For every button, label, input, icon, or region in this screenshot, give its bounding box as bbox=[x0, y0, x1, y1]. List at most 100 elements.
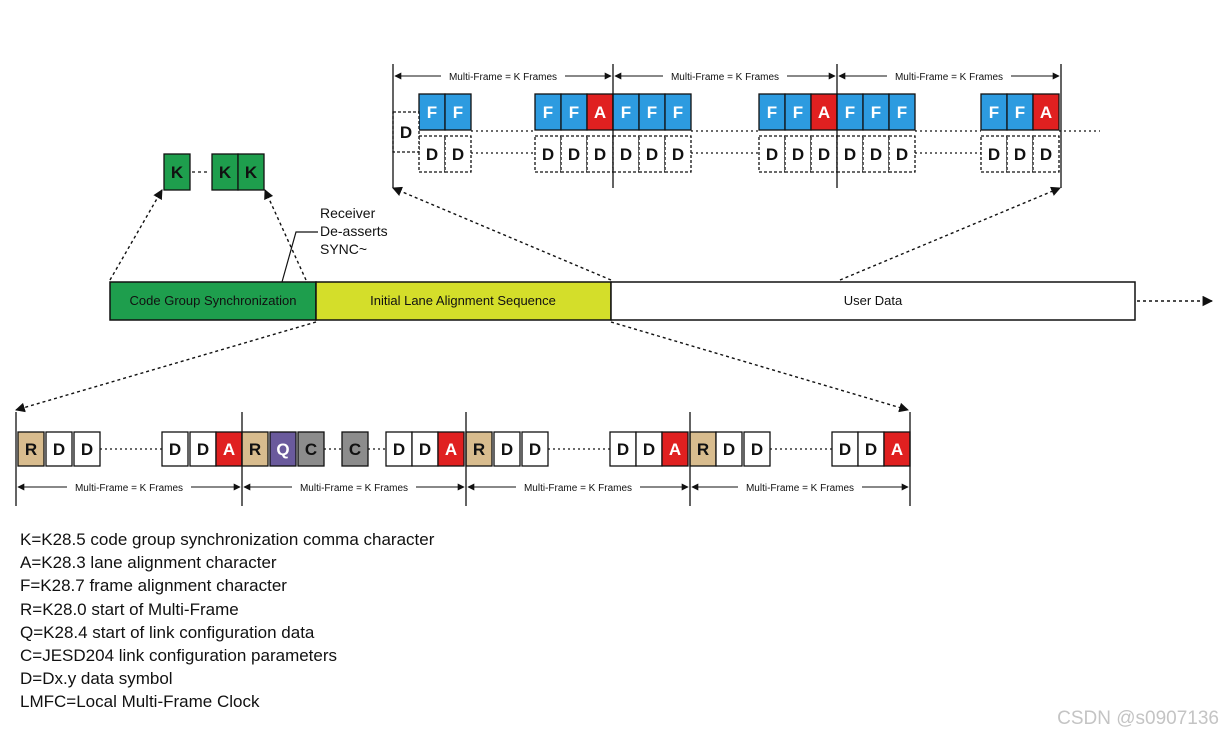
ilas-char-14-letter: D bbox=[501, 440, 513, 459]
user-top-char-7-box bbox=[664, 93, 692, 131]
ilas-char-6-letter: R bbox=[249, 440, 261, 459]
ilas-char-11: D bbox=[411, 431, 439, 467]
user-bottom-char-15-letter: D bbox=[1014, 145, 1026, 164]
ilas-multiframe-2: Multi-Frame = K Frames bbox=[467, 483, 689, 494]
phase-bar: Code Group Synchronization Initial Lane … bbox=[109, 281, 1214, 321]
ilas-char-7-box bbox=[269, 431, 297, 467]
ilas-char-4: D bbox=[189, 431, 217, 467]
user-bottom-char-8: D bbox=[758, 135, 786, 173]
ilas-char-8: C bbox=[297, 431, 325, 467]
ilas-char-0: R bbox=[17, 431, 45, 467]
ilas-multiframe-0: Multi-Frame = K Frames bbox=[17, 483, 241, 494]
user-top-char-8: F bbox=[758, 93, 786, 131]
k-char-0-letter: K bbox=[171, 163, 184, 182]
user-bottom-char-15: D bbox=[1006, 135, 1034, 173]
cgs-zoom-arrow-left bbox=[109, 189, 163, 281]
user-top-char-1-box bbox=[444, 93, 472, 131]
ilas-char-21-letter: D bbox=[751, 440, 763, 459]
user-side-d: D bbox=[392, 111, 420, 153]
user-side-d-letter: D bbox=[400, 123, 412, 142]
user-bottom-char-0-letter: D bbox=[426, 145, 438, 164]
user-bottom-char-0: D bbox=[418, 135, 446, 173]
user-top-char-9-box bbox=[784, 93, 812, 131]
user-bottom-char-14-letter: D bbox=[988, 145, 1000, 164]
user-bottom-char-8-letter: D bbox=[766, 145, 778, 164]
ilas-char-6: R bbox=[241, 431, 269, 467]
k-char-1-letter: K bbox=[219, 163, 232, 182]
user-top-char-13: F bbox=[888, 93, 916, 131]
ilas-char-23: D bbox=[857, 431, 885, 467]
cgs-zoom-arrow-right bbox=[264, 189, 307, 281]
ilas-char-2-box bbox=[73, 431, 101, 467]
user-top-char-15-box bbox=[1006, 93, 1034, 131]
ilas-char-3-box bbox=[161, 431, 189, 467]
ilas-multiframe-3: Multi-Frame = K Frames bbox=[691, 483, 909, 494]
user-data-phase bbox=[610, 281, 1136, 321]
user-zoom-arrow-right bbox=[839, 186, 1061, 281]
user-top-char-10-letter: A bbox=[818, 103, 830, 122]
ilas-char-22: D bbox=[831, 431, 859, 467]
user-bottom-char-16-box bbox=[1032, 135, 1060, 173]
user-multiframe-0: Multi-Frame = K Frames bbox=[394, 72, 612, 83]
zoom-arrows bbox=[15, 186, 1061, 413]
ilas-char-13-letter: R bbox=[473, 440, 485, 459]
ilas-char-1-letter: D bbox=[53, 440, 65, 459]
user-top-char-12-letter: F bbox=[871, 103, 881, 122]
ilas-multiframe-0-label: Multi-Frame = K Frames bbox=[75, 483, 183, 494]
user-top-char-4: A bbox=[586, 93, 614, 131]
ilas-multiframe-2-label: Multi-Frame = K Frames bbox=[524, 483, 632, 494]
user-top-char-11-letter: F bbox=[845, 103, 855, 122]
user-top-char-6-box bbox=[638, 93, 666, 131]
user-top-char-16-box bbox=[1032, 93, 1060, 131]
user-bottom-char-2-letter: D bbox=[542, 145, 554, 164]
ilas-char-16: D bbox=[609, 431, 637, 467]
ilas-char-19: R bbox=[689, 431, 717, 467]
ilas-char-5-letter: A bbox=[223, 440, 235, 459]
user-multiframe-1-label: Multi-Frame = K Frames bbox=[671, 72, 779, 83]
user-bottom-char-0-box bbox=[418, 135, 446, 173]
ilas-char-15-box bbox=[521, 431, 549, 467]
user-top-char-5-box bbox=[612, 93, 640, 131]
ilas-char-18-box bbox=[661, 431, 689, 467]
user-bottom-char-4-box bbox=[586, 135, 614, 173]
ilas-char-0-box bbox=[17, 431, 45, 467]
user-bottom-char-10: D bbox=[810, 135, 838, 173]
ilas-char-13: R bbox=[465, 431, 493, 467]
user-bottom-char-10-letter: D bbox=[818, 145, 830, 164]
user-multiframe-2-label: Multi-Frame = K Frames bbox=[895, 72, 1003, 83]
user-top-char-13-letter: F bbox=[897, 103, 907, 122]
user-bottom-char-5: D bbox=[612, 135, 640, 173]
ilas-char-8-letter: C bbox=[305, 440, 317, 459]
ilas-char-4-box bbox=[189, 431, 217, 467]
ilas-char-17-letter: D bbox=[643, 440, 655, 459]
user-top-char-14-letter: F bbox=[989, 103, 999, 122]
ilas-zoom-arrow-right bbox=[610, 321, 909, 413]
user-top-char-13-box bbox=[888, 93, 916, 131]
user-top-char-1: F bbox=[444, 93, 472, 131]
ilas-char-20: D bbox=[715, 431, 743, 467]
ilas-char-20-letter: D bbox=[723, 440, 735, 459]
user-bottom-char-12-box bbox=[862, 135, 890, 173]
user-bottom-char-6-letter: D bbox=[646, 145, 658, 164]
user-top-char-3-box bbox=[560, 93, 588, 131]
legend-item-k: K=K28.5 code group synchronization comma… bbox=[20, 530, 435, 549]
ilas-char-10: D bbox=[385, 431, 413, 467]
ilas-char-14-box bbox=[493, 431, 521, 467]
user-bottom-char-1-letter: D bbox=[452, 145, 464, 164]
user-top-char-12: F bbox=[862, 93, 890, 131]
user-top-char-16: A bbox=[1032, 93, 1060, 131]
ilas-char-9-letter: C bbox=[349, 440, 361, 459]
legend-item-lmfc: LMFC=Local Multi-Frame Clock bbox=[20, 692, 260, 712]
user-bottom-char-14-box bbox=[980, 135, 1008, 173]
ilas-char-3: D bbox=[161, 431, 189, 467]
user-bottom-char-7-box bbox=[664, 135, 692, 173]
user-bottom-char-5-letter: D bbox=[620, 145, 632, 164]
user-top-char-5-letter: F bbox=[621, 103, 631, 122]
watermark: CSDN @s0907136 bbox=[1057, 708, 1219, 729]
user-top-char-14-box bbox=[980, 93, 1008, 131]
ilas-char-22-letter: D bbox=[839, 440, 851, 459]
ilas-char-1: D bbox=[45, 431, 73, 467]
ilas-char-23-letter: D bbox=[865, 440, 877, 459]
user-top-char-6: F bbox=[638, 93, 666, 131]
user-bottom-char-16-letter: D bbox=[1040, 145, 1052, 164]
